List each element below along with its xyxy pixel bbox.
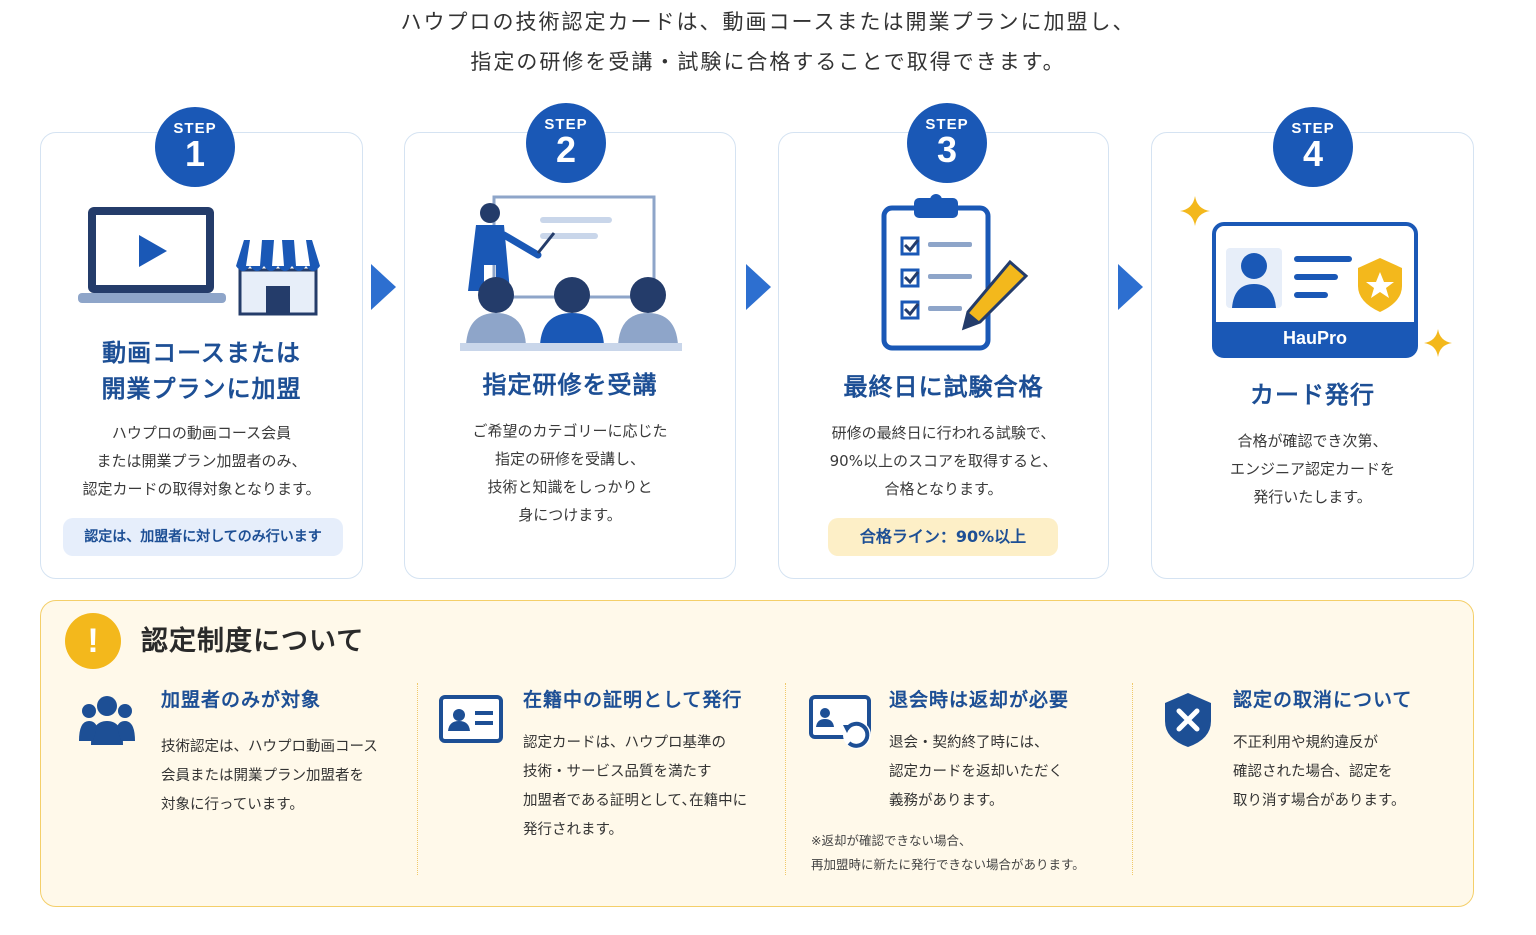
info-panel-title: 認定制度について xyxy=(141,626,365,657)
step-3-title: 最終日に試験合格 xyxy=(843,373,1044,401)
desc-line: 退会・契約終了時には、 xyxy=(889,735,1049,751)
step-arrow-icon xyxy=(1118,264,1143,310)
step-1-title-line-1: 動画コースまたは xyxy=(102,339,301,367)
step-1-note: 認定は、加盟者に対してのみ行います xyxy=(63,518,343,556)
intro-line-1: ハウプロの技術認定カードは、動画コースまたは開業プランに加盟し、 xyxy=(400,10,1136,34)
desc-line: 義務があります。 xyxy=(889,793,1004,809)
step-3-desc-line: 研修の最終日に行われる試験で、 xyxy=(831,424,1056,442)
desc-line: 取り消す場合があります。 xyxy=(1233,793,1406,809)
step-1-badge: STEP 1 xyxy=(155,107,235,187)
step-4-description: 合格が確認でき次第、 エンジニア認定カードを 発行いたします。 xyxy=(1152,427,1473,511)
step-label: STEP xyxy=(925,116,969,133)
desc-line: 不正利用や規約違反が xyxy=(1233,735,1378,751)
step-4-title: カード発行 xyxy=(1250,381,1375,409)
pencil-icon xyxy=(961,259,1029,331)
step-2-desc-line: 指定の研修を受講し、 xyxy=(494,450,645,468)
step-3-desc-line: 合格となります。 xyxy=(884,480,1003,498)
card-return-icon xyxy=(809,695,871,749)
step-4-desc-line: 合格が確認でき次第、 xyxy=(1237,432,1388,450)
step-number: 1 xyxy=(184,133,206,174)
info-column-heading: 在籍中の証明として発行 xyxy=(523,689,743,711)
step-3-pass-line-note: 合格ライン：90%以上 xyxy=(828,518,1058,556)
exclamation-icon: ! xyxy=(65,613,121,669)
step-1-title-line-2: 開業プランに加盟 xyxy=(101,375,302,403)
step-2-title: 指定研修を受講 xyxy=(482,371,658,399)
step-2-description: ご希望のカテゴリーに応じた 指定の研修を受講し、 技術と知識をしっかりと 身につ… xyxy=(405,417,735,529)
desc-line: 会員または開業プラン加盟者を xyxy=(161,768,364,784)
column-divider xyxy=(1132,683,1133,875)
intro-line-2: 指定の研修を受講・試験に合格することで取得できます。 xyxy=(470,50,1066,74)
step-label: STEP xyxy=(544,116,588,133)
desc-line: 技術認定は、ハウプロ動画コース xyxy=(161,739,378,755)
desc-line: 技術・サービス品質を満たす xyxy=(523,764,712,780)
step-arrow-icon xyxy=(746,264,771,310)
footnote-line: ※返却が確認できない場合、 xyxy=(811,833,972,848)
step-1-desc-line: ハウプロの動画コース会員 xyxy=(111,424,292,442)
sparkle-icon xyxy=(1424,329,1452,357)
info-column-heading: 退会時は返却が必要 xyxy=(889,689,1070,711)
id-card-icon xyxy=(1212,222,1418,358)
training-lecture-icon xyxy=(460,195,682,351)
step-number: 2 xyxy=(555,129,577,170)
card-brand-label: HauPro xyxy=(1282,328,1347,348)
step-1-description: ハウプロの動画コース会員 または開業プラン加盟者のみ、 認定カードの取得対象とな… xyxy=(41,419,362,503)
sparkle-icon xyxy=(1180,196,1210,226)
step-2-badge: STEP 2 xyxy=(526,103,606,183)
desc-line: 認定カードを返却いただく xyxy=(889,764,1063,780)
id-badge-icon xyxy=(439,695,503,743)
desc-line: 認定カードは、ハウプロ基準の xyxy=(523,735,726,751)
step-arrow-icon xyxy=(371,264,396,310)
info-column-description: 認定カードは、ハウプロ基準の 技術・サービス品質を満たす 加盟者である証明として… xyxy=(523,729,747,845)
footnote-line: 再加盟時に新たに発行できない場合があります。 xyxy=(811,857,1085,872)
group-icon xyxy=(79,696,135,745)
desc-line: 対象に行っています。 xyxy=(161,797,304,813)
step-number: 4 xyxy=(1302,133,1324,174)
step-4-desc-line: 発行いたします。 xyxy=(1253,488,1372,506)
step-1-desc-line: 認定カードの取得対象となります。 xyxy=(82,480,321,498)
info-column-heading: 認定の取消について xyxy=(1233,689,1413,711)
column-divider xyxy=(417,683,418,875)
desc-line: 確認された場合、認定を xyxy=(1233,764,1393,780)
step-2-desc-line: 技術と知識をしっかりと xyxy=(487,478,653,496)
info-column-heading: 加盟者のみが対象 xyxy=(161,689,322,711)
step-number: 3 xyxy=(936,129,958,170)
step-4-badge: STEP 4 xyxy=(1273,107,1353,187)
laptop-video-icon xyxy=(78,207,226,303)
certification-info-panel: ! 認定制度について 加盟者のみが対象 技術認定は、ハウプロ動画コース 会員また… xyxy=(40,600,1474,907)
step-label: STEP xyxy=(173,120,217,137)
clipboard-checklist-icon xyxy=(881,194,991,351)
storefront-icon xyxy=(236,240,320,316)
info-column-description: 不正利用や規約違反が 確認された場合、認定を 取り消す場合があります。 xyxy=(1233,729,1406,816)
shield-x-icon xyxy=(1165,693,1211,747)
step-1-desc-line: または開業プラン加盟者のみ、 xyxy=(96,452,307,470)
info-column-footnote: ※返却が確認できない場合、 再加盟時に新たに発行できない場合があります。 xyxy=(811,829,1085,877)
step-2-desc-line: ご希望のカテゴリーに応じた xyxy=(472,422,668,440)
info-column-description: 退会・契約終了時には、 認定カードを返却いただく 義務があります。 xyxy=(889,729,1063,816)
step-2-desc-line: 身につけます。 xyxy=(518,506,622,524)
step-3-description: 研修の最終日に行われる試験で、 90%以上のスコアを取得すると、 合格となります… xyxy=(779,419,1108,503)
column-divider xyxy=(785,683,786,875)
step-label: STEP xyxy=(1291,120,1335,137)
desc-line: 発行されます。 xyxy=(523,822,624,838)
step-4-desc-line: エンジニア認定カードを xyxy=(1229,460,1395,478)
info-column-description: 技術認定は、ハウプロ動画コース 会員または開業プラン加盟者を 対象に行っています… xyxy=(161,733,378,820)
step-3-desc-line: 90%以上のスコアを取得すると、 xyxy=(829,452,1058,470)
step-3-badge: STEP 3 xyxy=(907,103,987,183)
desc-line: 加盟者である証明として､在籍中に xyxy=(523,793,748,809)
step-1-card: 動画コースまたは 開業プランに加盟 ハウプロの動画コース会員 または開業プラン加… xyxy=(40,132,363,579)
